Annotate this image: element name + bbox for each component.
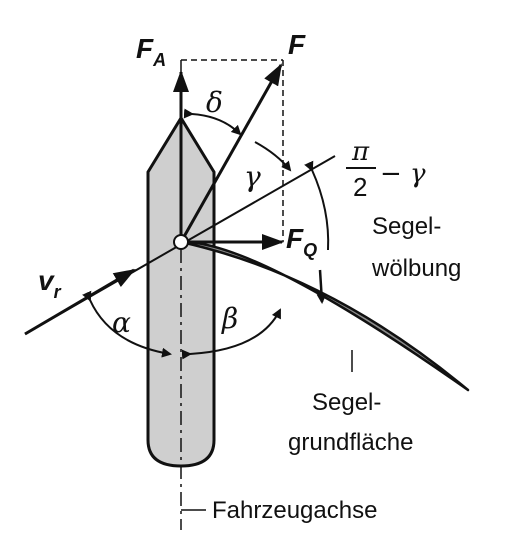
angle-gamma-arc <box>254 141 292 172</box>
label-sail-base-1: Segel- <box>312 389 381 416</box>
angle-delta-arc <box>183 108 242 136</box>
label-apparent-wind: vr <box>38 265 62 302</box>
label-force-cross: FQ <box>286 223 317 260</box>
label-gamma: γ <box>244 160 261 193</box>
label-sail-curve-2: wölbung <box>371 255 461 282</box>
label-force-total: F <box>288 29 306 60</box>
label-two: 2 <box>353 172 367 202</box>
sail-shape <box>179 240 470 392</box>
label-delta: δ <box>206 86 223 119</box>
apparent-wind-arrow <box>24 268 136 336</box>
label-pi: π <box>351 137 370 167</box>
angle-alpha-arc <box>82 290 172 358</box>
label-minus-gamma: − γ <box>380 159 426 189</box>
force-total-arrow <box>179 63 283 243</box>
label-vehicle-axis: Fahrzeugachse <box>212 497 377 524</box>
mast-pivot <box>173 234 189 250</box>
label-sail-base-2: grundfläche <box>288 429 413 456</box>
label-sail-curve-1: Segel- <box>372 213 441 240</box>
angle-pi-half-minus-gamma-arc <box>304 160 330 251</box>
label-beta: β <box>221 302 238 335</box>
label-alpha: α <box>112 306 131 339</box>
sail-camber-marker <box>316 269 327 304</box>
label-force-axial: FA <box>136 33 166 70</box>
angle-beta-arc <box>181 308 281 360</box>
